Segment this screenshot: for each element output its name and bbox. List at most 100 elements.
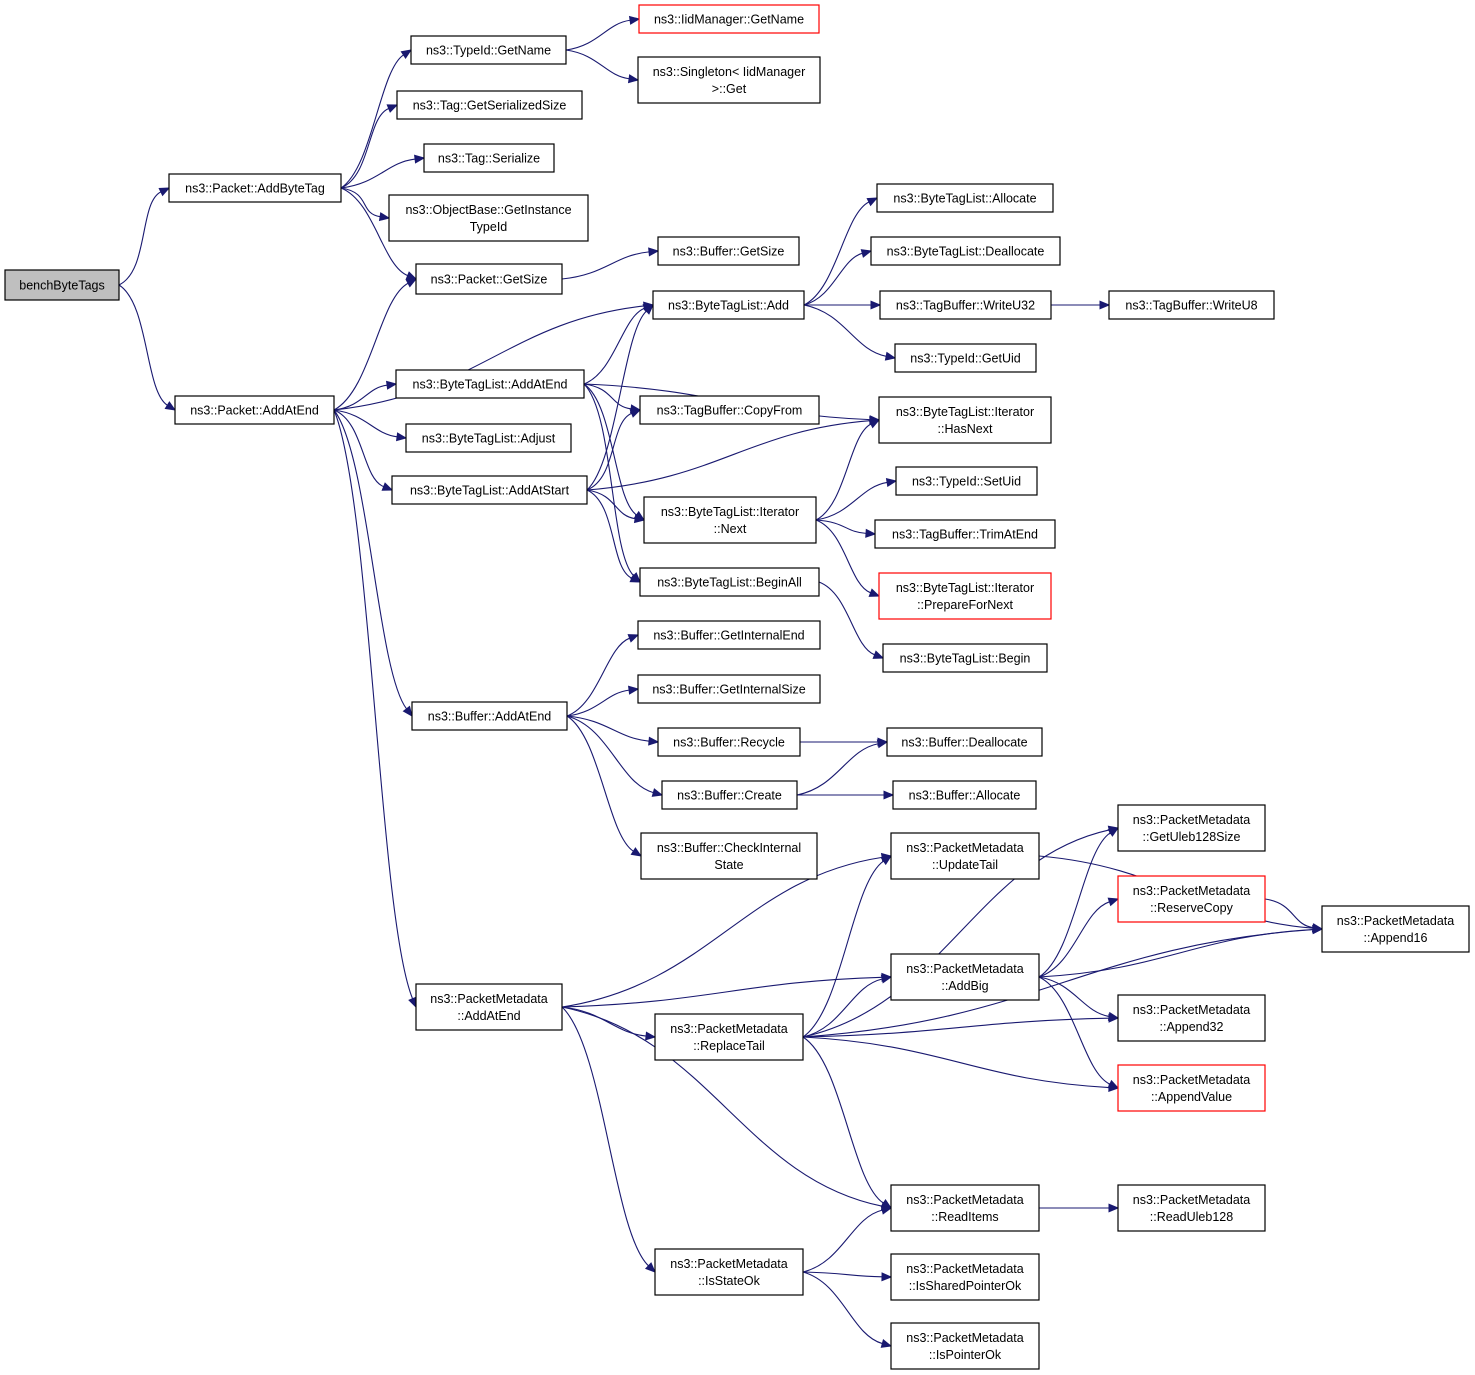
edge-arrowhead — [870, 300, 882, 310]
edge-pmReadItems-to-pmReadUleb — [1039, 1203, 1120, 1213]
edge-arrowhead — [868, 419, 881, 429]
node-label: ::IsSharedPointerOk — [909, 1279, 1022, 1293]
node-box — [882, 643, 1048, 673]
edge-btlAdd-to-btlAllocate — [803, 197, 879, 306]
node-pmReadItems[interactable]: ns3::PacketMetadata::ReadItems — [890, 1184, 1040, 1232]
node-typeIdGetUid[interactable]: ns3::TypeId::GetUid — [894, 343, 1037, 373]
node-typeIdSetUid[interactable]: ns3::TypeId::SetUid — [895, 466, 1038, 496]
edge-arrowhead — [629, 573, 642, 583]
edge-line — [561, 1006, 883, 1207]
node-pmAddAtEnd[interactable]: ns3::PacketMetadata::AddAtEnd — [415, 983, 563, 1031]
edge-line — [583, 383, 634, 577]
node-btlDeallocate[interactable]: ns3::ByteTagList::Deallocate — [870, 236, 1061, 266]
node-bufAllocate[interactable]: ns3::Buffer::Allocate — [892, 780, 1037, 810]
node-label: ns3::PacketMetadata — [1337, 914, 1454, 928]
edge-pAddByteTag-to-objGetInst — [340, 187, 391, 222]
edge-btlAddAtStart-to-tbCopyFrom — [586, 409, 642, 491]
node-box — [643, 496, 817, 544]
node-label: ::IsStateOk — [698, 1274, 761, 1288]
node-label: ns3::Singleton< IidManager — [653, 65, 806, 79]
node-box — [640, 832, 818, 880]
edge-btlAddAtStart-to-btlAdd — [586, 304, 654, 491]
node-itHasNext[interactable]: ns3::ByteTagList::Iterator::HasNext — [878, 396, 1052, 444]
node-label: ns3::PacketMetadata — [670, 1022, 787, 1036]
edge-arrowhead — [865, 528, 877, 538]
node-box — [637, 674, 821, 704]
node-btlAdjust[interactable]: ns3::ByteTagList::Adjust — [405, 423, 572, 453]
node-bufGetSize[interactable]: ns3::Buffer::GetSize — [657, 236, 800, 266]
node-bufDeallocate[interactable]: ns3::Buffer::Deallocate — [886, 727, 1043, 757]
edge-arrowhead — [872, 650, 885, 659]
node-iidGetName[interactable]: ns3::IidManager::GetName — [638, 4, 820, 34]
node-label: ::ReadUleb128 — [1150, 1210, 1233, 1224]
node-bufAddAtEnd[interactable]: ns3::Buffer::AddAtEnd — [411, 701, 568, 731]
edge-line — [815, 519, 867, 534]
edge-arrowhead — [648, 736, 660, 746]
node-itNext[interactable]: ns3::ByteTagList::Iterator::Next — [643, 496, 817, 544]
node-pmAppend16[interactable]: ns3::PacketMetadata::Append16 — [1321, 905, 1470, 953]
node-label: ns3::ByteTagList::Add — [668, 299, 789, 313]
node-tagSerialize[interactable]: ns3::Tag::Serialize — [423, 143, 555, 173]
node-label: TypeId — [470, 220, 508, 234]
node-itPrepNext[interactable]: ns3::ByteTagList::Iterator::PrepareForNe… — [878, 572, 1052, 620]
node-pmIsStateOk[interactable]: ns3::PacketMetadata::IsStateOk — [654, 1248, 804, 1296]
edge-arrowhead — [644, 1262, 656, 1273]
edge-pAddAtEnd-to-pGetSize — [333, 278, 418, 411]
node-pmGetUleb[interactable]: ns3::PacketMetadata::GetUleb128Size — [1117, 804, 1266, 852]
node-label: ::ReplaceTail — [693, 1039, 765, 1053]
node-label: ns3::TagBuffer::WriteU32 — [896, 299, 1035, 313]
node-bench[interactable]: benchByteTags — [4, 269, 120, 301]
node-label: ns3::TagBuffer::TrimAtEnd — [892, 528, 1038, 542]
node-btlAllocate[interactable]: ns3::ByteTagList::Allocate — [876, 183, 1054, 213]
node-tbWriteU8[interactable]: ns3::TagBuffer::WriteU8 — [1108, 290, 1275, 320]
node-bufCreate[interactable]: ns3::Buffer::Create — [661, 780, 798, 810]
node-pmUpdateTail[interactable]: ns3::PacketMetadata::UpdateTail — [890, 832, 1040, 880]
node-tbTrimAtEnd[interactable]: ns3::TagBuffer::TrimAtEnd — [874, 519, 1056, 549]
node-pAddByteTag[interactable]: ns3::Packet::AddByteTag — [168, 173, 342, 203]
node-tbCopyFrom[interactable]: ns3::TagBuffer::CopyFrom — [639, 395, 820, 425]
edge-arrowhead — [866, 197, 879, 207]
node-bufGetIntSize[interactable]: ns3::Buffer::GetInternalSize — [637, 674, 821, 704]
edge-pmReplaceTail-to-pmAddBig — [802, 974, 893, 1038]
node-box — [405, 423, 572, 453]
edge-pmAddBig-to-pmAppend16 — [1038, 924, 1324, 978]
edge-pAddByteTag-to-tagSerialize — [340, 154, 426, 189]
node-pmAddBig[interactable]: ns3::PacketMetadata::AddBig — [890, 953, 1040, 1001]
node-pmIsSharedOk[interactable]: ns3::PacketMetadata::IsSharedPointerOk — [890, 1253, 1040, 1301]
edge-arrowhead — [414, 154, 426, 164]
node-btlBeginAll[interactable]: ns3::ByteTagList::BeginAll — [639, 567, 820, 597]
node-btlBegin[interactable]: ns3::ByteTagList::Begin — [882, 643, 1048, 673]
node-btlAddAtStart[interactable]: ns3::ByteTagList::AddAtStart — [391, 475, 588, 505]
node-label: ns3::PacketMetadata — [1133, 813, 1250, 827]
node-tagGetSerSize[interactable]: ns3::Tag::GetSerializedSize — [396, 90, 583, 120]
node-pmIsPtrOk[interactable]: ns3::PacketMetadata::IsPointerOk — [890, 1322, 1040, 1370]
node-singleton[interactable]: ns3::Singleton< IidManager>::Get — [637, 56, 821, 104]
edge-line — [118, 191, 162, 286]
edge-arrowhead — [880, 1339, 893, 1348]
edge-arrowhead — [1099, 300, 1111, 310]
node-pmReplaceTail[interactable]: ns3::PacketMetadata::ReplaceTail — [654, 1013, 804, 1061]
node-label: ns3::Buffer::Deallocate — [901, 736, 1027, 750]
node-tbWriteU32[interactable]: ns3::TagBuffer::WriteU32 — [879, 290, 1052, 320]
node-label: ::AppendValue — [1151, 1090, 1232, 1104]
node-pmReserveCopy[interactable]: ns3::PacketMetadata::ReserveCopy — [1117, 875, 1266, 923]
node-pAddAtEnd[interactable]: ns3::Packet::AddAtEnd — [174, 395, 335, 425]
edge-line — [566, 715, 654, 794]
node-btlAddAtEnd[interactable]: ns3::ByteTagList::AddAtEnd — [395, 369, 585, 399]
node-btlAdd[interactable]: ns3::ByteTagList::Add — [652, 290, 805, 320]
node-pGetSize[interactable]: ns3::Packet::GetSize — [415, 263, 563, 295]
node-typeIdGetName[interactable]: ns3::TypeId::GetName — [410, 35, 567, 65]
edge-pmAddAtEnd-to-pmReplaceTail — [561, 1006, 657, 1041]
node-bufRecycle[interactable]: ns3::Buffer::Recycle — [657, 727, 801, 757]
node-bufGetIntEnd[interactable]: ns3::Buffer::GetInternalEnd — [637, 620, 821, 650]
node-pmReadUleb[interactable]: ns3::PacketMetadata::ReadUleb128 — [1117, 1184, 1266, 1232]
node-pmAppendValue[interactable]: ns3::PacketMetadata::AppendValue — [1117, 1064, 1266, 1112]
node-box — [890, 953, 1040, 1001]
edge-line — [566, 715, 634, 852]
node-pmAppend32[interactable]: ns3::PacketMetadata::Append32 — [1117, 994, 1266, 1042]
node-box — [892, 780, 1037, 810]
node-label: ns3::PacketMetadata — [430, 992, 547, 1006]
node-label: ::HasNext — [938, 422, 993, 436]
